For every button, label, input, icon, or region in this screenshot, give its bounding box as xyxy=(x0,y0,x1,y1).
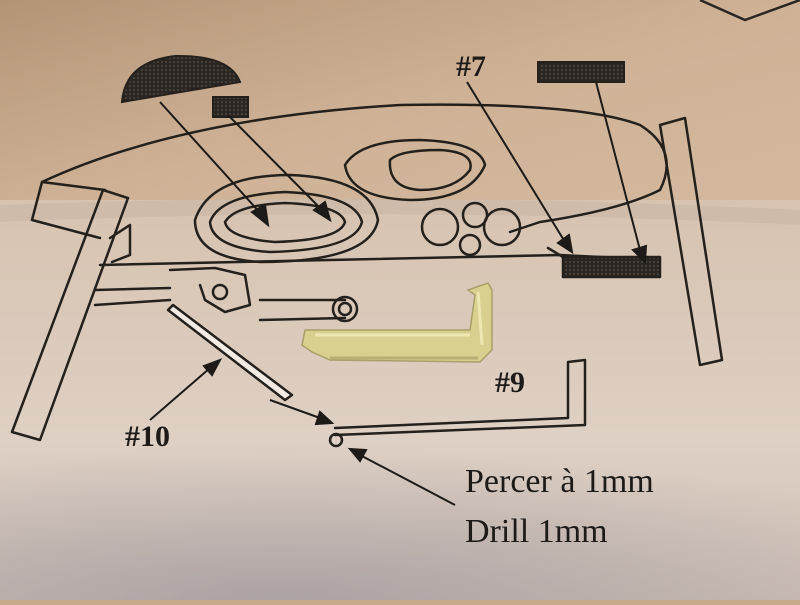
part-7-box xyxy=(561,255,662,279)
part-label-7: #7 xyxy=(456,50,486,83)
hatched-square-piece xyxy=(212,96,249,118)
right-leg xyxy=(658,116,724,367)
hatched-headlamp-shape xyxy=(120,54,242,104)
drill-instruction-french: Percer à 1mm xyxy=(465,463,654,500)
rod-part-10 xyxy=(166,303,294,402)
dashboard-cowl xyxy=(40,103,668,234)
gauge-1 xyxy=(420,207,460,247)
centre-binnacle xyxy=(343,138,487,202)
gauge-3 xyxy=(482,207,522,247)
gauge-4 xyxy=(458,233,482,257)
drill-instruction-english: Drill 1mm xyxy=(465,513,608,550)
part-label-10: #10 xyxy=(125,420,170,453)
rod-part-9 xyxy=(333,358,587,437)
lower-shadow xyxy=(0,430,800,600)
corner-fragment xyxy=(699,0,800,22)
resin-part xyxy=(301,282,493,363)
dashboard-drawing xyxy=(10,103,724,448)
instrument-cluster xyxy=(193,173,380,264)
paper-fold xyxy=(0,198,800,225)
leader-arrows xyxy=(149,81,648,506)
part-label-9: #9 xyxy=(495,366,525,399)
hatched-bar-piece xyxy=(537,61,625,83)
left-leg xyxy=(10,188,130,442)
paper-upper-half xyxy=(0,0,800,215)
steering-bracket xyxy=(168,266,252,314)
